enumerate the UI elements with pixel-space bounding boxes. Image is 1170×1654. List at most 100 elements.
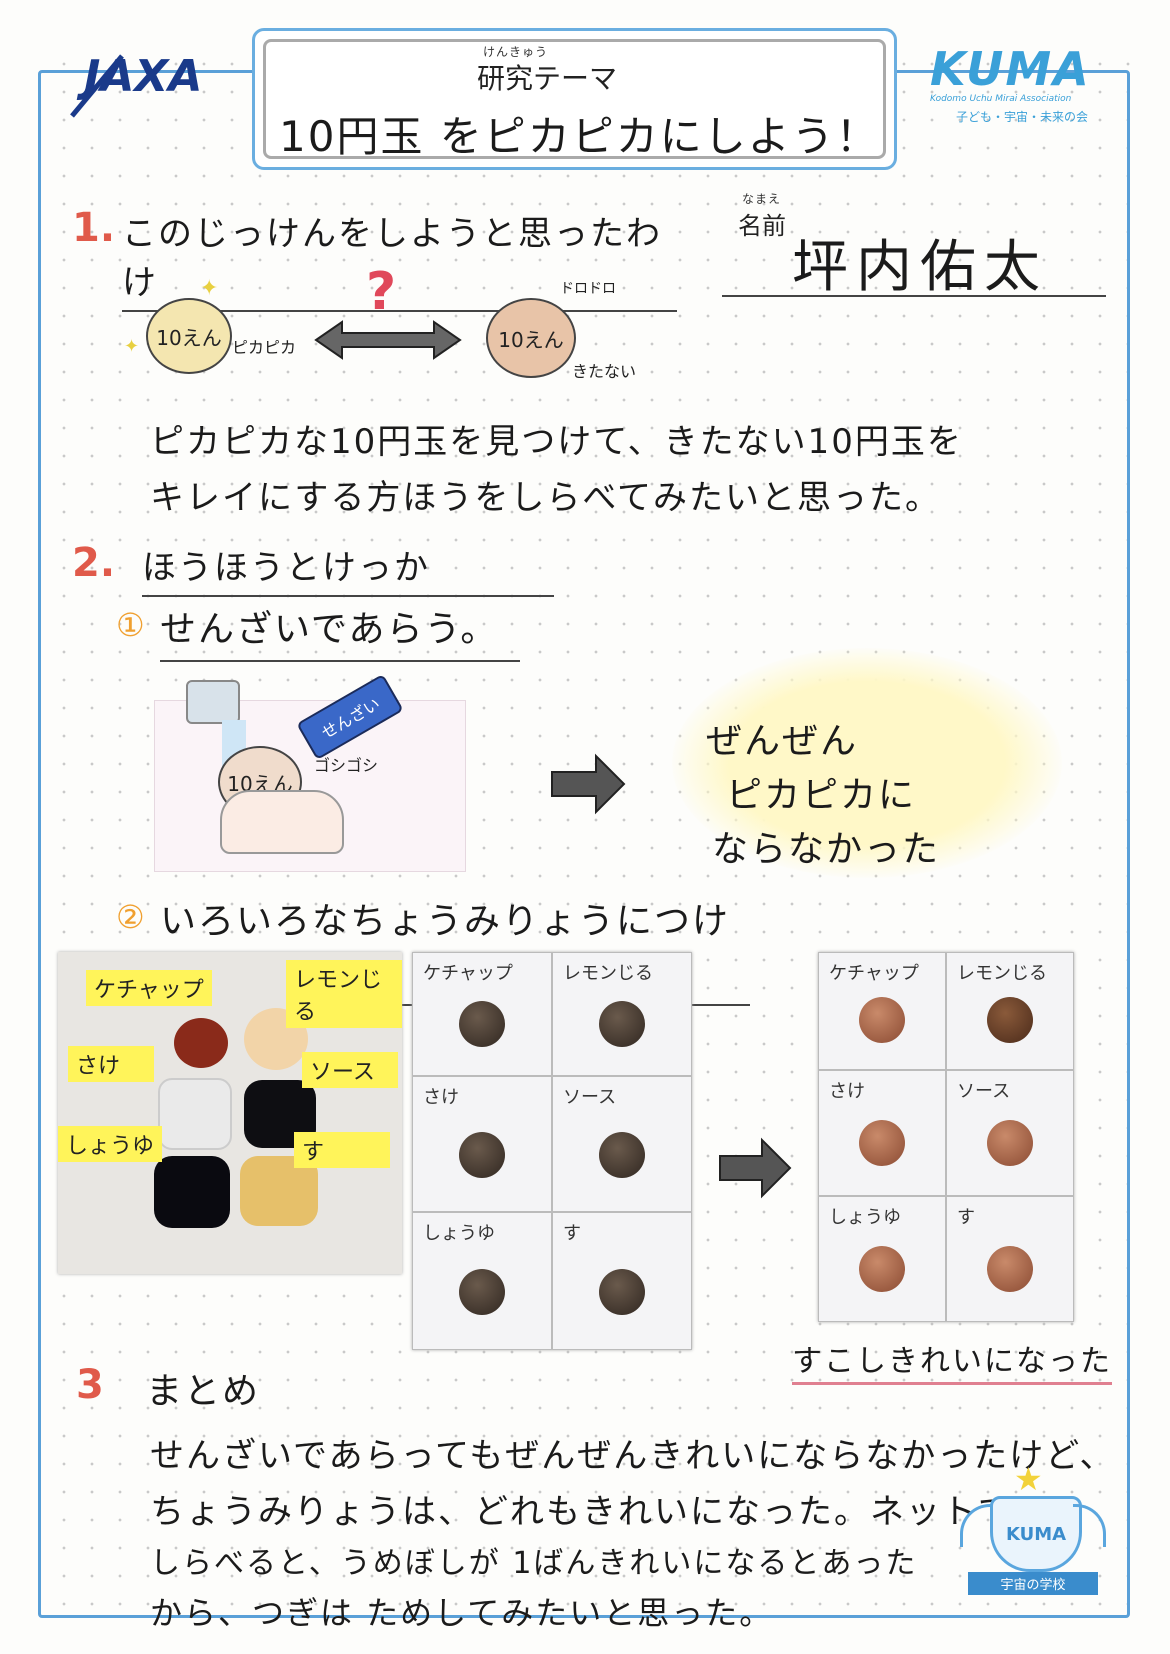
- arrow-right-icon: [551, 753, 626, 815]
- grid-cell: さけ: [818, 1070, 946, 1196]
- coin-image: [599, 1131, 645, 1178]
- theme-title: 10円玉 をピカピカにしよう！: [279, 112, 880, 161]
- theme-label: 研究テーマ: [477, 62, 618, 95]
- tag-soy: しょうゆ: [58, 1126, 163, 1162]
- result2-text: すこしきれいになった: [792, 1336, 1112, 1385]
- method2-number: ②: [116, 898, 145, 936]
- section1-text-line1: ピカピカな10円玉を見つけて、きたない10円玉を: [150, 422, 963, 462]
- condiment-cup-ketchup: [174, 1018, 228, 1068]
- grid-label: す: [957, 1207, 975, 1228]
- section1-text-line2: キレイにする方ほうをしらべてみたいと思った。: [150, 478, 941, 518]
- shiny-coin-drawing: 10えん: [146, 298, 232, 374]
- coin-image: [987, 1119, 1033, 1166]
- grid-label: ケチャップ: [423, 963, 513, 984]
- kuma-sub-en: Kodomo Uchu Mirai Association: [930, 94, 1072, 104]
- grid-cell: ケチャップ: [412, 952, 552, 1076]
- grid-label: レモンじる: [957, 963, 1047, 984]
- arrow-right-icon: [719, 1137, 792, 1199]
- kuma-logo: KUMA Kodomo Uchu Mirai Association 子ども・宇…: [930, 44, 1120, 134]
- grid-label: ケチャップ: [829, 963, 919, 984]
- grid-label: しょうゆ: [829, 1207, 901, 1228]
- grid-cell: しょうゆ: [412, 1212, 552, 1350]
- grid-label: さけ: [829, 1081, 865, 1102]
- result1-line3: ならなかった: [712, 829, 941, 870]
- summary-line2: ちょうみりょうは、どれもきれいになった。ネットで: [150, 1492, 1014, 1532]
- grid-label: す: [563, 1223, 581, 1244]
- result1-line1: ぜんぜん: [706, 721, 859, 762]
- name-underline: [722, 295, 1106, 297]
- dirty-sound-label: ドロドロ: [560, 281, 616, 297]
- badge-school-label: 宇宙の学校: [968, 1572, 1098, 1595]
- name-value: 坪内佑太: [792, 235, 1048, 300]
- coin-image: [859, 997, 905, 1044]
- summary-line4: から、つぎは ためしてみたいと思った。: [150, 1594, 774, 1632]
- grid-label: ソース: [563, 1087, 617, 1108]
- question-mark-icon: ?: [366, 262, 397, 322]
- tag-sauce: ソース: [302, 1052, 398, 1088]
- section1-heading: このじっけんをしようと思ったわけ: [122, 206, 677, 312]
- tag-sake: さけ: [68, 1046, 154, 1082]
- kuma-logo-text: KUMA: [930, 42, 1091, 96]
- hands-drawing: [220, 790, 344, 854]
- name-label: 名前: [738, 212, 786, 240]
- shiny-coin-label: 10えん: [156, 325, 222, 350]
- section2-heading: ほうほうとけっか: [142, 540, 554, 597]
- coin-image: [599, 1000, 645, 1047]
- tag-lemon: レモンじる: [286, 960, 402, 1028]
- coin-image: [859, 1119, 905, 1166]
- result1-line2: ピカピカに: [726, 775, 917, 816]
- coin-image: [987, 997, 1033, 1044]
- jaxa-logo: JAXA: [62, 36, 222, 126]
- coins-after-photo: ケチャップ レモンじる さけ ソース しょうゆ す: [818, 952, 1074, 1322]
- result1-highlight: [672, 648, 1062, 878]
- kuma-badge: ★ KUMA 宇宙の学校: [960, 1460, 1106, 1598]
- jaxa-logo-text: JAXA: [76, 51, 202, 102]
- shiny-label: ピカピカ: [232, 338, 297, 357]
- summary-line3: しらべると、うめぼしが 1ばんきれいになるとあった: [150, 1546, 918, 1581]
- grid-cell: レモンじる: [552, 952, 692, 1076]
- wing-left-icon: [960, 1504, 993, 1547]
- grid-cell: レモンじる: [946, 952, 1074, 1070]
- coin-image: [859, 1245, 905, 1292]
- grid-cell: ケチャップ: [818, 952, 946, 1070]
- grid-label: ソース: [957, 1081, 1011, 1102]
- grid-cell: す: [946, 1196, 1074, 1322]
- star-icon: ★: [1014, 1460, 1043, 1498]
- sparkle-icon: ✦: [124, 336, 140, 357]
- condiment-cup-sake: [158, 1078, 232, 1150]
- condiment-cup-soy: [154, 1156, 230, 1228]
- section3-number: 3: [76, 1362, 104, 1408]
- double-arrow-icon: [314, 320, 462, 360]
- coin-image: [459, 1000, 505, 1047]
- name-ruby: なまえ: [742, 192, 782, 206]
- grid-label: さけ: [423, 1087, 459, 1108]
- grid-label: しょうゆ: [423, 1223, 495, 1244]
- sparkle-icon: ✦: [200, 276, 219, 301]
- kuma-sub-jp: 子ども・宇宙・未来の会: [956, 110, 1089, 124]
- condiments-photo: ケチャップ レモンじる さけ ソース しょうゆ す: [58, 952, 402, 1274]
- coin-image: [987, 1245, 1033, 1292]
- section1-number: 1.: [72, 205, 116, 251]
- dirty-coin-label: 10えん: [498, 327, 564, 352]
- faucet-icon: [186, 680, 240, 724]
- grid-label: レモンじる: [563, 963, 653, 984]
- dirty-label: きたない: [572, 362, 637, 381]
- grid-cell: ソース: [552, 1076, 692, 1212]
- dirty-coin-drawing: 10えん: [486, 298, 576, 378]
- theme-ruby: けんきゅう: [483, 45, 549, 59]
- grid-cell: す: [552, 1212, 692, 1350]
- theme-box: けんきゅう 研究テーマ 10円玉 をピカピカにしよう！: [252, 28, 897, 170]
- tag-ketchup: ケチャップ: [86, 970, 212, 1006]
- summary-line1: せんざいであらってもぜんぜんきれいにならなかったけど、: [150, 1436, 1116, 1476]
- tag-vinegar: す: [294, 1132, 390, 1168]
- badge-shield: KUMA: [990, 1496, 1082, 1572]
- method1-number: ①: [116, 606, 145, 644]
- wing-right-icon: [1073, 1504, 1106, 1547]
- coins-before-photo: ケチャップ レモンじる さけ ソース しょうゆ す: [412, 952, 692, 1350]
- coin-image: [459, 1131, 505, 1178]
- coin-image: [459, 1268, 505, 1315]
- scrub-sound-label: ゴシゴシ: [314, 756, 379, 775]
- badge-label: KUMA: [1005, 1523, 1067, 1545]
- section2-number: 2.: [72, 540, 116, 586]
- section3-heading: まとめ: [146, 1371, 261, 1412]
